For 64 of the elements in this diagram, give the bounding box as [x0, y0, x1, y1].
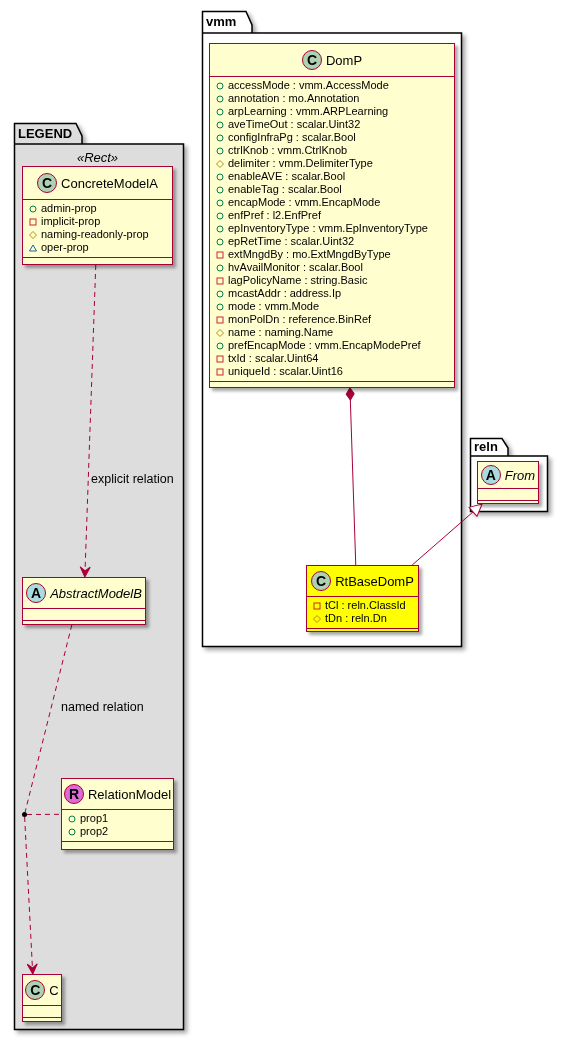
class-box: [306, 565, 419, 632]
attribute: mcastAddr : address.Ip: [228, 287, 342, 300]
connector-line: [26, 813, 62, 815]
class-type-badge: C: [25, 980, 46, 1000]
attribute: prop2: [80, 825, 109, 838]
attribute: epInventoryType : vmm.EpInventoryType: [228, 222, 428, 235]
attribute: arpLearning : vmm.ARPLearning: [228, 105, 389, 118]
class-name: DomP: [325, 52, 363, 68]
class-box: [477, 461, 539, 504]
attribute: naming-readonly-prop: [41, 228, 149, 241]
attribute: tCl : reln.ClassId: [325, 599, 406, 612]
package-name: vmm: [206, 13, 237, 31]
edge-label: explicit relation: [90, 472, 175, 486]
class-name: RelationModel: [87, 786, 172, 802]
class-box: [22, 974, 62, 1022]
stereotype-label: «Rect»: [76, 150, 119, 165]
attribute: mode : vmm.Mode: [228, 300, 320, 313]
class-type-badge: A: [480, 465, 501, 485]
class-name: RtBaseDomP: [335, 573, 414, 589]
attribute: prefEncapMode : vmm.EncapModePref: [228, 339, 421, 352]
attribute: name : naming.Name: [228, 326, 334, 339]
attribute: enableAVE : scalar.Bool: [228, 170, 346, 183]
attribute: txId : scalar.Uint64: [228, 352, 319, 365]
attribute: enableTag : scalar.Bool: [228, 183, 342, 196]
attribute: extMngdBy : mo.ExtMngdByType: [228, 248, 391, 261]
package-name: reln: [474, 438, 498, 456]
arrow: [79, 264, 97, 578]
attribute: tDn : reln.Dn: [325, 612, 387, 625]
edge-label: named relation: [60, 700, 145, 714]
class-type-badge: C: [301, 50, 322, 70]
attribute: delimiter : vmm.DelimiterType: [228, 157, 373, 170]
class-box: [209, 43, 455, 388]
class-name: AbstractModelB: [50, 585, 142, 601]
attribute: prop1: [80, 812, 109, 825]
class-name: From: [504, 467, 536, 483]
attribute: hvAvailMonitor : scalar.Bool: [228, 261, 363, 274]
class-box: [61, 778, 174, 850]
class-box: [22, 166, 173, 265]
attribute: annotation : mo.Annotation: [228, 92, 360, 105]
attribute: monPolDn : reference.BinRef: [228, 313, 372, 326]
arrow: [411, 503, 483, 566]
attribute: enfPref : l2.EnfPref: [228, 209, 321, 222]
attribute: uniqueId : scalar.Uint16: [228, 365, 343, 378]
class-type-badge: C: [311, 571, 332, 591]
attribute: encapMode : vmm.EncapMode: [228, 196, 381, 209]
class-box: [22, 577, 146, 625]
class-type-badge: C: [37, 173, 58, 193]
class-name: C: [49, 982, 59, 998]
connector-line: [24, 624, 73, 813]
attribute: ctrlKnob : vmm.CtrlKnob: [228, 144, 348, 157]
attribute: admin-prop: [41, 202, 97, 215]
package-name: LEGEND: [18, 124, 73, 143]
attribute: aveTimeOut : scalar.Uint32: [228, 118, 361, 131]
attribute: configInfraPg : scalar.Bool: [228, 131, 356, 144]
attribute: lagPolicyName : string.Basic: [228, 274, 368, 287]
attribute: epRetTime : scalar.Uint32: [228, 235, 355, 248]
attribute: implicit-prop: [41, 215, 101, 228]
junction-dot: [22, 812, 27, 817]
arrow: [24, 816, 38, 975]
class-type-badge: R: [63, 784, 84, 804]
class-type-badge: A: [26, 583, 47, 603]
attribute: accessMode : vmm.AccessMode: [228, 79, 389, 92]
class-name: ConcreteModelA: [61, 175, 158, 191]
attribute: oper-prop: [41, 241, 89, 254]
